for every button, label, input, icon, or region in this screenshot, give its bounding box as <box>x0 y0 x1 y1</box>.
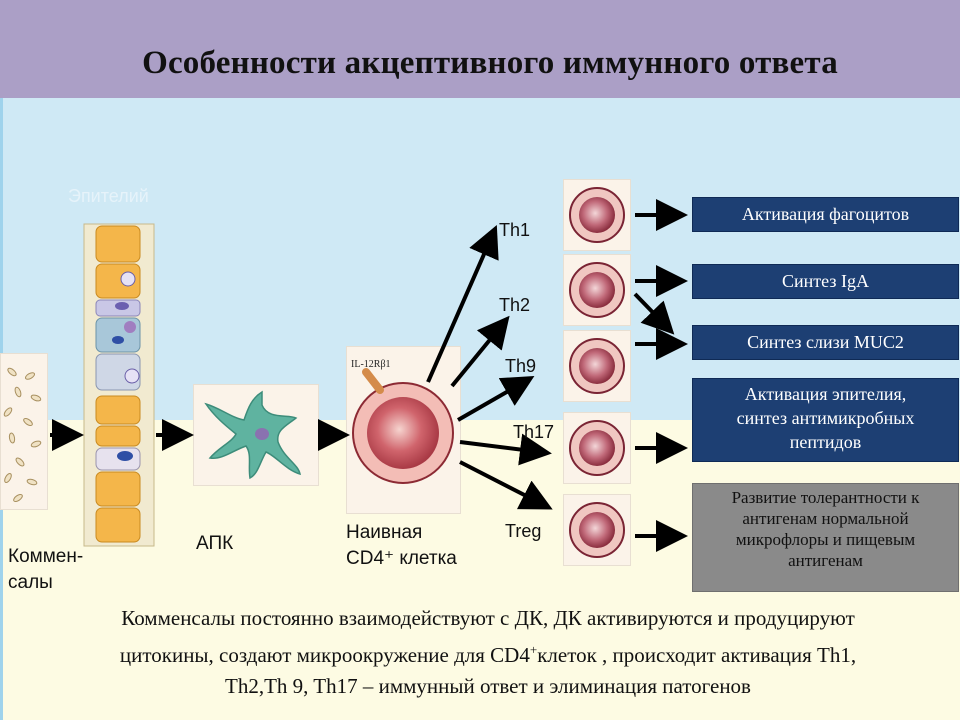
outcome-tolerance: Развитие толерантности к антигенам норма… <box>692 483 959 592</box>
dendritic-cell-icon <box>204 390 301 480</box>
arrows <box>50 199 688 552</box>
epithelium-cells-icon <box>83 223 155 547</box>
th17-label: Th17 <box>513 422 555 442</box>
naive-cd4-label: Наивная CD4⁺ клетка <box>346 522 457 569</box>
epithelium-label: Эпителий <box>68 186 149 206</box>
page-title: Особенности акцептивного иммунного ответ… <box>142 45 838 81</box>
commensal-bacteria-image <box>0 353 48 510</box>
bacteria-icon <box>3 367 42 503</box>
receptor-label: IL-12Rβ1 <box>351 359 391 370</box>
apc-label: АПК <box>196 533 234 554</box>
naive-cd4-cell-icon <box>352 368 454 484</box>
th2-label: Th2 <box>499 295 531 315</box>
outcome-muc2: Синтез слизи MUC2 <box>692 325 959 360</box>
treg-label: Treg <box>505 521 542 541</box>
th1-label: Th1 <box>499 220 531 240</box>
commensals-label: Коммен- салы <box>8 546 84 593</box>
title-bar: Особенности акцептивного иммунного ответ… <box>0 0 960 98</box>
outcome-phagocytes: Активация фагоцитов <box>692 197 959 232</box>
caption: Комменсалы постоянно взаимодействуют с Д… <box>119 606 857 698</box>
outcome-iga: Синтез IgA <box>692 264 959 299</box>
th9-label: Th9 <box>505 356 537 376</box>
th-cells-icons <box>569 187 625 558</box>
outcome-epithelium: Активация эпителия, синтез антимикробных… <box>692 378 959 462</box>
